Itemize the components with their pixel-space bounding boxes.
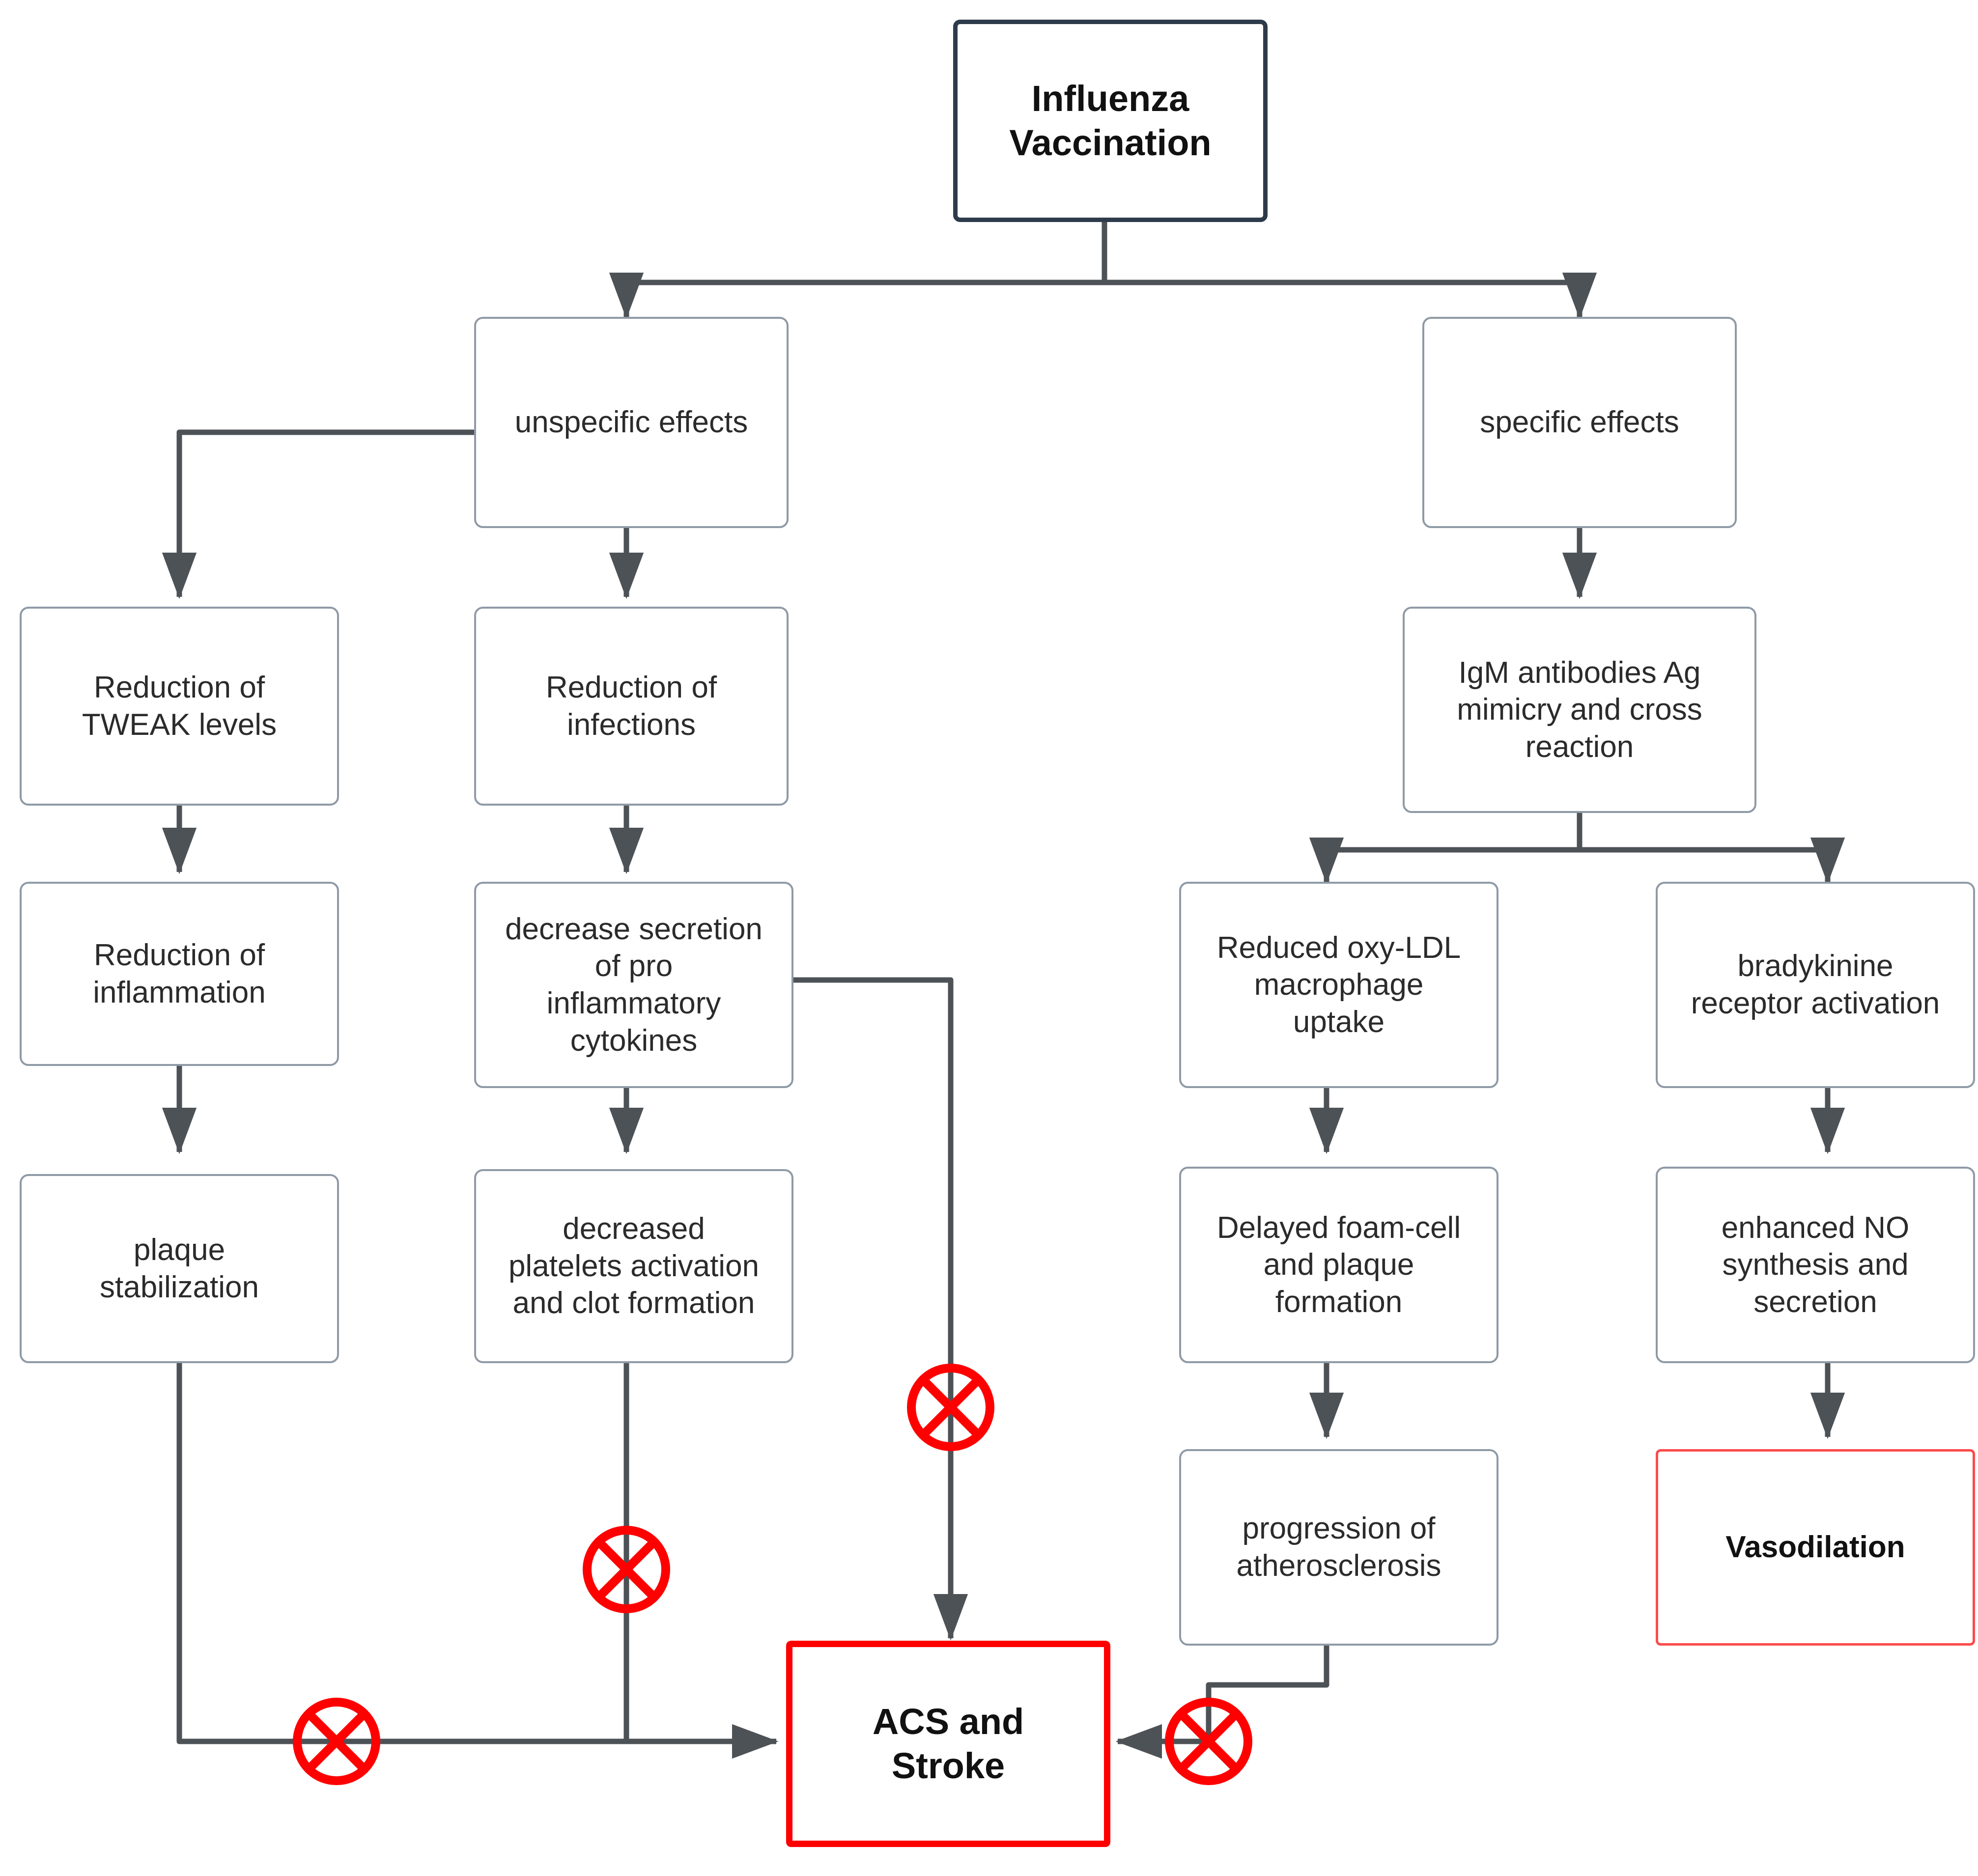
node-reduction-inflammation-label: Reduction of inflammation [93,938,266,1009]
node-specific-effects-label: specific effects [1480,405,1679,440]
node-reduction-tweak-levels[interactable]: Reduction of TWEAK levels [20,607,339,806]
node-reduction-infections-label: Reduction of infections [545,670,717,742]
node-unspecific-effects[interactable]: unspecific effects [474,317,789,528]
node-reduction-infections[interactable]: Reduction of infections [474,607,789,806]
edge-cytokines-to-acs [793,977,968,1641]
inhibition-marker-atherosclerosis-to-acs-icon [1165,1698,1252,1785]
node-progression-atherosclerosis-label: progression of atherosclerosis [1236,1512,1441,1583]
node-delayed-foam-cell-label: Delayed foam-cell and plaque formation [1216,1210,1461,1319]
node-progression-atherosclerosis[interactable]: progression of atherosclerosis [1179,1449,1498,1646]
node-igm-antibodies-label: IgM antibodies Ag mimicry and cross reac… [1457,655,1702,764]
node-reduction-tweak-levels-label: Reduction of TWEAK levels [82,670,277,742]
inhibition-marker-cytokines-to-acs-icon [907,1364,994,1451]
node-reduction-inflammation[interactable]: Reduction of inflammation [20,882,339,1066]
node-vasodilation-label: Vasodilation [1725,1530,1905,1565]
node-acs-and-stroke[interactable]: ACS and Stroke [786,1641,1110,1847]
edge-unspecific-to-tweak [162,429,474,599]
node-igm-antibodies[interactable]: IgM antibodies Ag mimicry and cross reac… [1403,607,1756,813]
node-decreased-platelets-label: decreased platelets activation and clot … [508,1212,760,1320]
node-delayed-foam-cell[interactable]: Delayed foam-cell and plaque formation [1179,1167,1498,1363]
node-specific-effects[interactable]: specific effects [1422,317,1737,528]
node-influenza-vaccination[interactable]: Influenza Vaccination [953,20,1268,222]
node-acs-and-stroke-label: ACS and Stroke [872,1701,1024,1786]
inhibition-marker-plaque-to-acs-icon [293,1698,380,1785]
node-unspecific-effects-label: unspecific effects [514,405,748,440]
node-reduced-oxy-ldl[interactable]: Reduced oxy-LDL macrophage uptake [1179,882,1498,1088]
node-decrease-cytokines[interactable]: decrease secretion of pro inflammatory c… [474,882,793,1088]
node-reduced-oxy-ldl-label: Reduced oxy-LDL macrophage uptake [1216,930,1461,1039]
inhibition-marker-platelets-to-acs-icon [583,1526,670,1613]
node-decreased-platelets[interactable]: decreased platelets activation and clot … [474,1169,793,1363]
node-enhanced-no-synthesis-label: enhanced NO synthesis and secretion [1721,1210,1910,1319]
node-plaque-stabilization[interactable]: plaque stabilization [20,1174,339,1363]
node-enhanced-no-synthesis[interactable]: enhanced NO synthesis and secretion [1656,1167,1975,1363]
node-influenza-vaccination-label: Influenza Vaccination [1009,78,1212,163]
node-vasodilation[interactable]: Vasodilation [1656,1449,1975,1646]
node-bradykinine-receptor[interactable]: bradykinine receptor activation [1656,882,1975,1088]
node-bradykinine-receptor-label: bradykinine receptor activation [1691,949,1940,1020]
node-decrease-cytokines-label: decrease secretion of pro inflammatory c… [505,912,763,1058]
edge-atherosclerosis-to-acs [1115,1646,1329,1759]
node-plaque-stabilization-label: plaque stabilization [100,1232,259,1304]
edge-plaque-to-acs [176,1363,779,1759]
